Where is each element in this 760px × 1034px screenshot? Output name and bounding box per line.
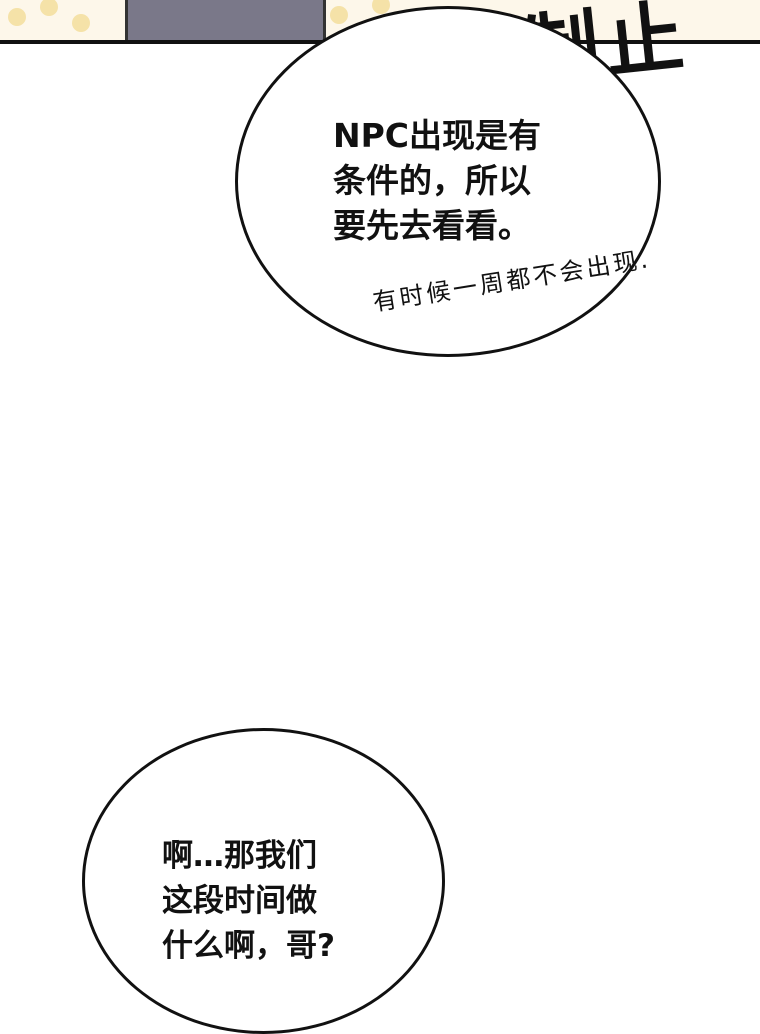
speech-bubble-2-text: 啊…那我们 这段时间做 什么啊，哥? [162,838,335,964]
speech-bubble-1 [235,6,661,357]
background-dot [330,6,348,24]
background-dot [372,0,390,14]
background-dot [40,0,58,16]
background-dot [8,8,26,26]
character-figure [125,0,326,40]
background-dot [72,14,90,32]
speech-bubble-1-text: NPC出现是有 条件的，所以 要先去看看。 [333,116,542,245]
